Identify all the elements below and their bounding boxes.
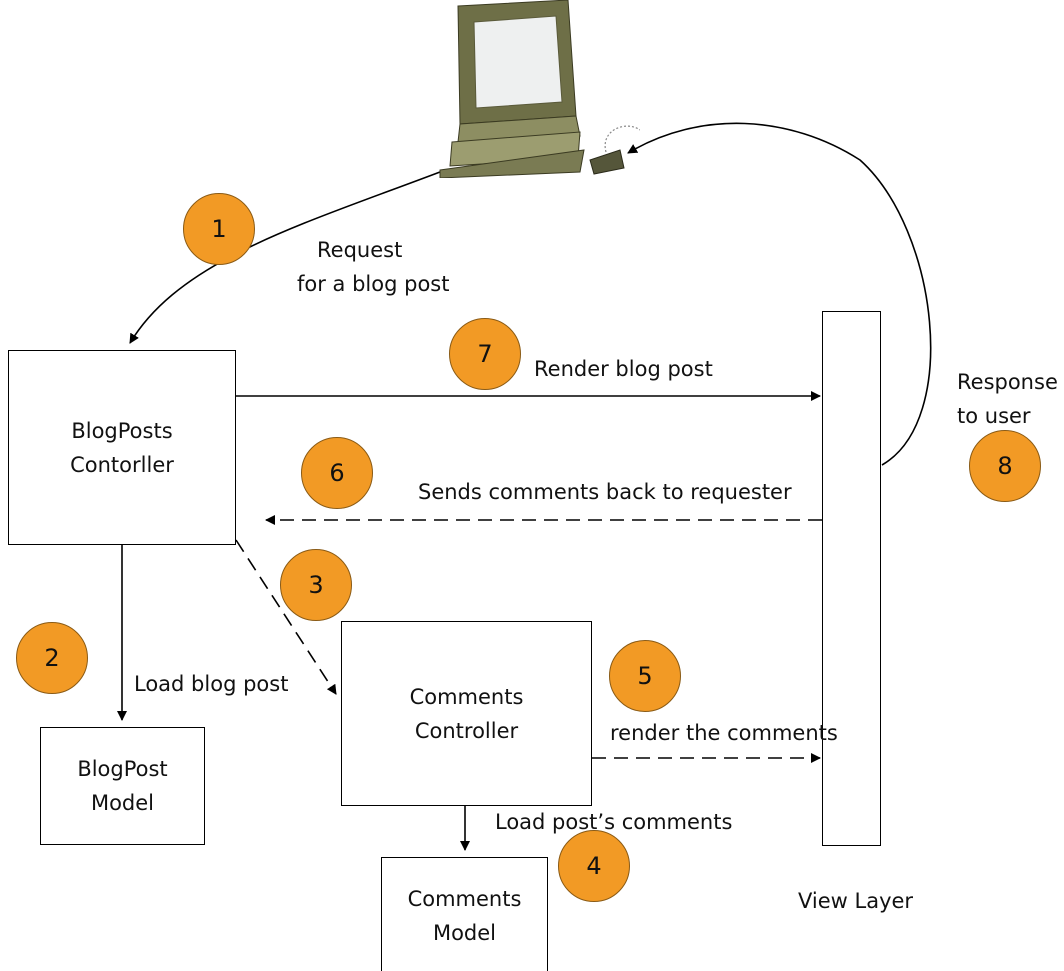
request-arrow: [129, 171, 441, 344]
render-blog-post-label: Render blog post: [534, 357, 713, 381]
comments-model-line-1: Comments: [407, 887, 522, 911]
computer-icon: [439, 0, 640, 178]
response-label-line-1: Response: [957, 370, 1058, 394]
view-layer-label: View Layer: [798, 889, 914, 913]
blogpost-model-box: BlogPost Model: [40, 727, 205, 845]
comments-model-box: Comments Model: [381, 857, 548, 971]
step-8-badge: 8: [969, 430, 1041, 502]
step-4-badge: 4: [558, 830, 630, 902]
call-comments-controller-arrow: [235, 539, 337, 695]
load-blog-post-label: Load blog post: [134, 672, 289, 696]
response-label-line-2: to user: [957, 404, 1031, 428]
blogposts-controller-line-1: BlogPosts: [71, 418, 173, 443]
render-comments-label: render the comments: [610, 721, 838, 745]
blogpost-model-line-1: BlogPost: [77, 757, 168, 781]
step-2-badge: 2: [16, 622, 88, 694]
blogposts-controller-box: BlogPosts Contorller: [8, 350, 236, 545]
step-7-badge: 7: [449, 318, 521, 390]
blogpost-model-line-2: Model: [90, 791, 155, 815]
request-label-line-2: for a blog post: [297, 272, 450, 296]
load-post-comments-label: Load post’s comments: [495, 810, 733, 834]
comments-controller-box: Comments Controller: [341, 621, 592, 806]
response-arrow: [627, 122, 932, 466]
step-3-badge: 3: [280, 549, 352, 621]
blogposts-controller-line-2: Contorller: [70, 452, 174, 477]
request-label: Request for a blog post: [297, 233, 449, 301]
comments-controller-line-2: Controller: [414, 718, 519, 743]
request-label-line-1: Request: [317, 238, 403, 262]
comments-controller-line-1: Comments: [409, 684, 524, 709]
step-6-badge: 6: [301, 437, 373, 509]
response-label: Response to user: [957, 365, 1058, 433]
step-1-badge: 1: [183, 193, 255, 265]
sends-comments-label: Sends comments back to requester: [418, 480, 792, 504]
view-layer-box: [822, 311, 881, 846]
step-5-badge: 5: [609, 640, 681, 712]
comments-model-line-2: Model: [432, 921, 497, 945]
